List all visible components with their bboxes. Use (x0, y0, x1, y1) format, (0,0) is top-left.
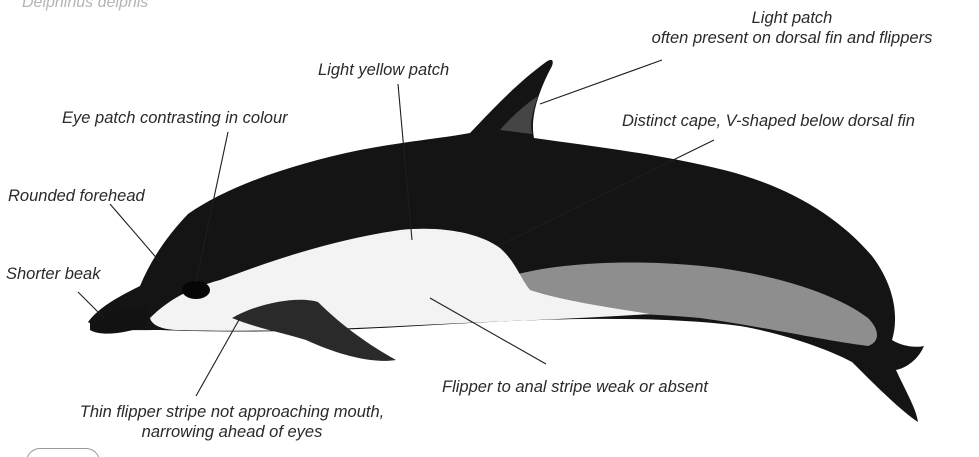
species-name: Delphinus delphis (22, 0, 148, 12)
label-thin-stripe-line1: Thin flipper stripe not approaching mout… (22, 402, 442, 422)
label-cape: Distinct cape, V-shaped below dorsal fin (622, 111, 915, 131)
leader-beak (78, 292, 104, 318)
label-thin-stripe-line2: narrowing ahead of eyes (22, 422, 442, 442)
label-light-yellow-patch: Light yellow patch (318, 60, 449, 80)
leader-forehead (110, 204, 160, 262)
label-forehead: Rounded forehead (8, 186, 145, 206)
label-light-patch-detail: often present on dorsal fin and flippers (622, 28, 962, 48)
label-thin-stripe: Thin flipper stripe not approaching mout… (22, 402, 442, 442)
corner-tab (26, 448, 100, 457)
eye-patch (182, 281, 210, 299)
leader-light-patch (540, 60, 662, 104)
label-beak: Shorter beak (6, 264, 100, 284)
label-light-patch: Light patch often present on dorsal fin … (622, 8, 962, 48)
label-light-patch-title: Light patch (622, 8, 962, 28)
label-eye-patch: Eye patch contrasting in colour (62, 108, 288, 128)
label-anal-stripe: Flipper to anal stripe weak or absent (442, 377, 708, 397)
